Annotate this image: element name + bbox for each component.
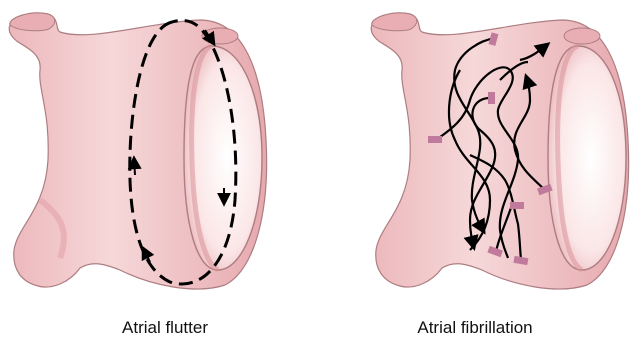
ectopic-focus-marker (488, 92, 495, 104)
fibrillation-atrium-panel (371, 13, 628, 289)
atrial-flutter-caption: Atrial flutter (122, 318, 208, 338)
flutter-atrium-panel (9, 13, 266, 289)
atrial-fibrillation-caption: Atrial fibrillation (417, 318, 532, 338)
ectopic-focus-marker (428, 136, 442, 143)
ectopic-focus-marker (510, 202, 524, 209)
